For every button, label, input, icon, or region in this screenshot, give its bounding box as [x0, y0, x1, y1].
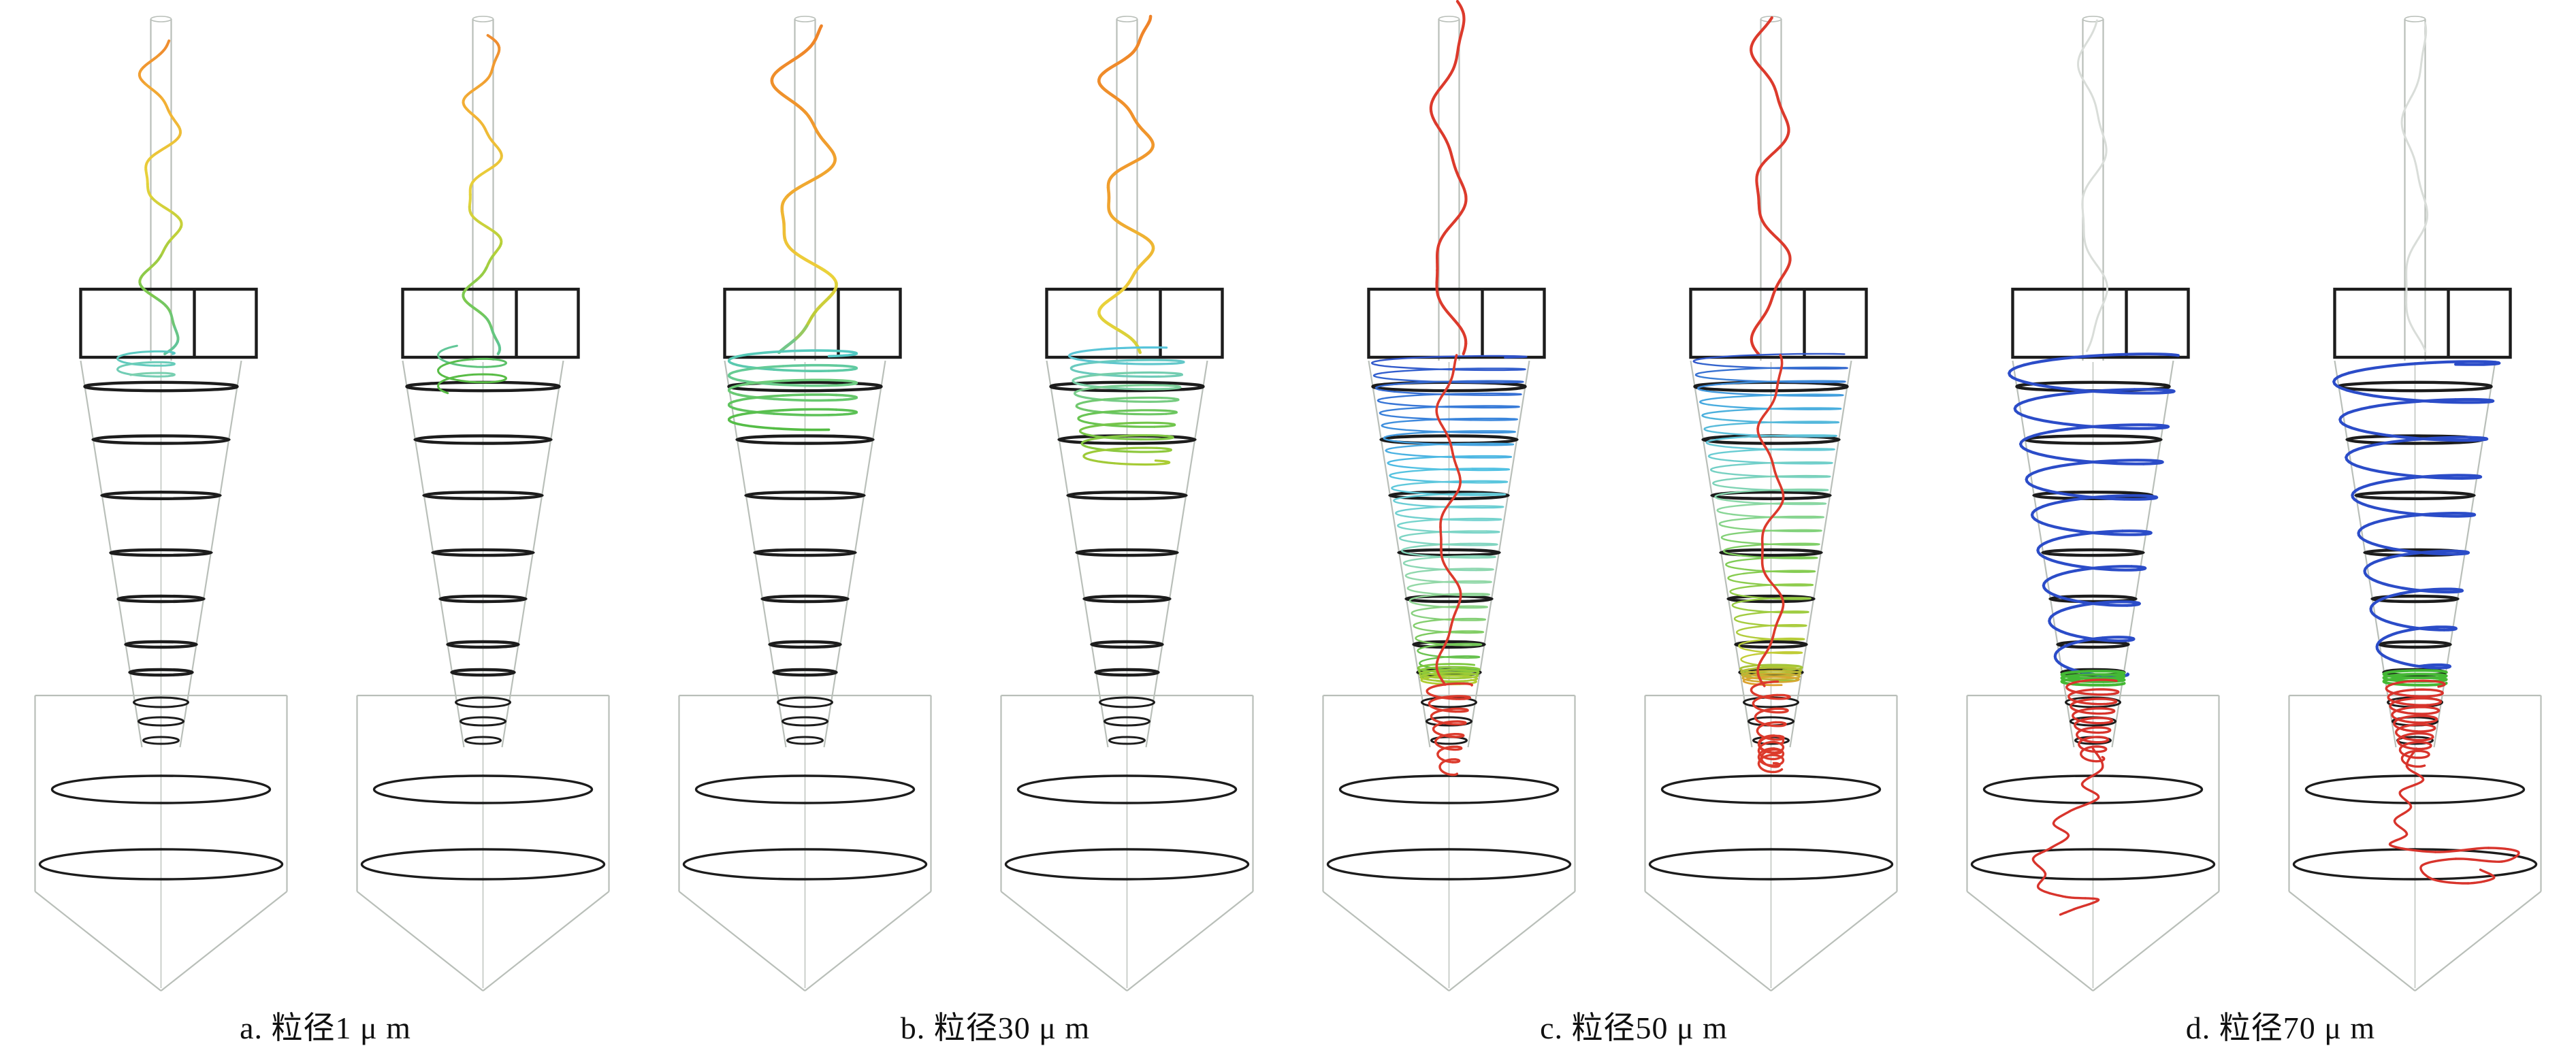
particle-trajectory: [437, 34, 507, 395]
cyclone-c-2: [1644, 16, 1898, 992]
cyclone-d-2: [2288, 16, 2542, 992]
caption-a: a. 粒径1 μ m: [240, 1011, 411, 1045]
particle-trajectory: [1692, 16, 1848, 774]
particle-trajectory: [1068, 14, 1185, 466]
cyclone-structure: [678, 16, 932, 992]
cyclone-b-1: [678, 16, 932, 992]
cyclone-b-2: [1000, 14, 1254, 992]
cyclone-structure: [356, 16, 610, 992]
particle-trajectory: [728, 24, 858, 431]
particle-trajectory: [1370, 0, 1528, 776]
particle-trajectory: [116, 39, 183, 378]
cyclone-c-1: [1322, 0, 1576, 992]
cyclone-d-1: [1966, 16, 2220, 992]
cyclone-structure: [1966, 16, 2220, 992]
caption-c: c. 粒径50 μ m: [1540, 1011, 1728, 1045]
cyclone-a-2: [356, 16, 610, 992]
particle-trajectory: [2332, 22, 2520, 885]
caption-d: d. 粒径70 μ m: [2185, 1011, 2376, 1045]
cyclone-structure: [1000, 16, 1254, 992]
cyclone-structure: [34, 16, 288, 992]
caption-b: b. 粒径30 μ m: [900, 1011, 1091, 1045]
particle-trajectory: [2008, 19, 2180, 916]
cyclone-a-1: [34, 16, 288, 992]
